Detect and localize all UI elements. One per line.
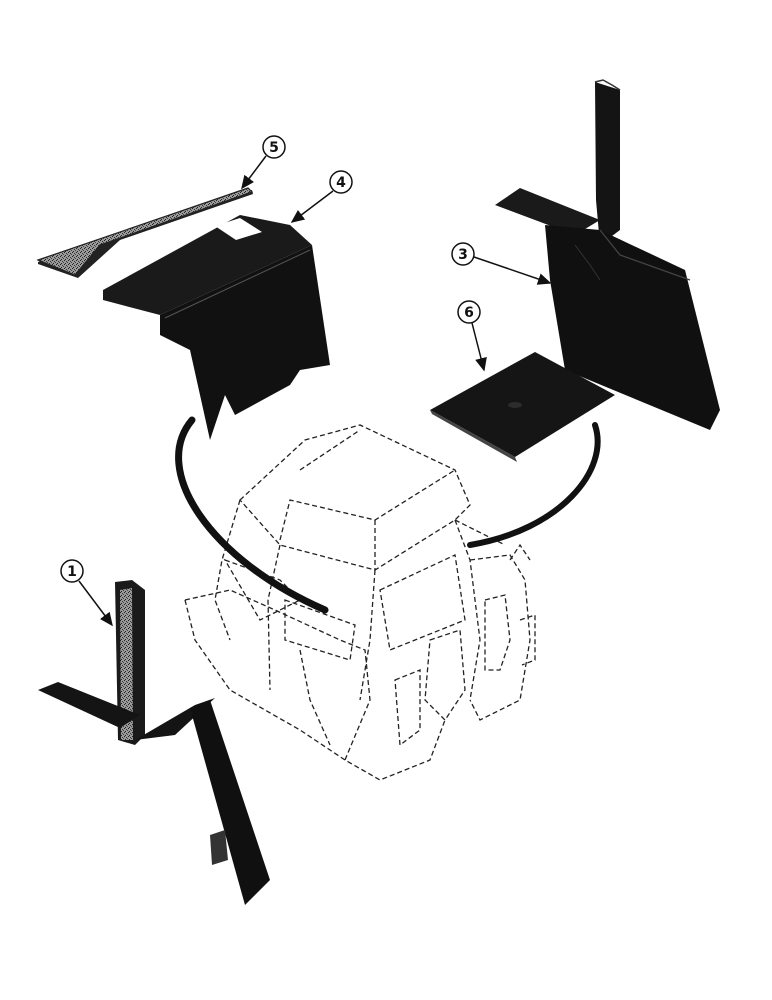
callout-6-label: 6	[464, 305, 474, 321]
part-4-trim-panel	[103, 215, 330, 440]
callout-3-label: 3	[458, 247, 468, 263]
cab-frame	[184, 424, 536, 781]
part-3-rear-panel	[495, 79, 720, 430]
callout-1-label: 1	[67, 564, 77, 580]
callout-6: 6	[457, 300, 487, 372]
callout-4-label: 4	[336, 175, 346, 191]
callout-1: 1	[60, 559, 113, 627]
part-1-pillar-trim	[38, 580, 270, 905]
callout-5: 5	[241, 135, 286, 190]
part-6-floor-mat	[430, 352, 615, 462]
installation-arrows	[175, 416, 601, 614]
callout-4: 4	[290, 170, 353, 223]
part-5-felt-pad	[36, 187, 254, 278]
callout-3: 3	[451, 242, 552, 285]
callout-5-label: 5	[269, 140, 279, 156]
